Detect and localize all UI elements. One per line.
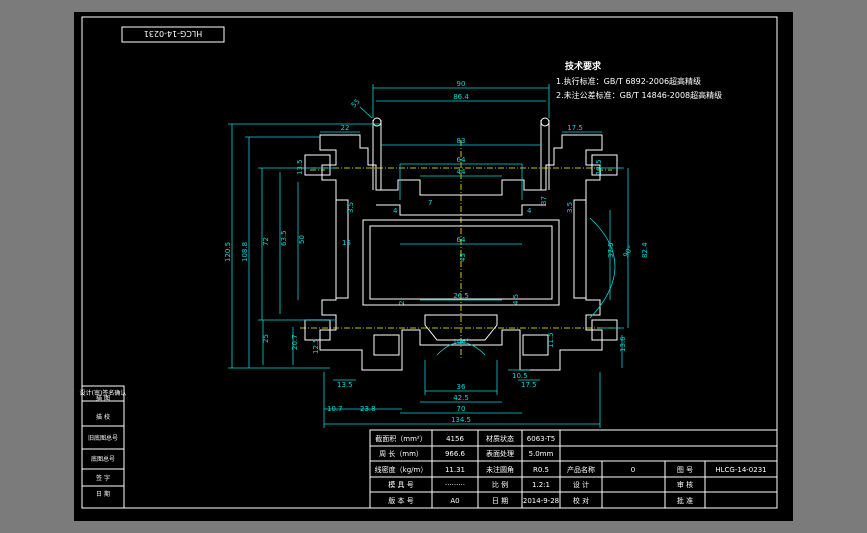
left-table-2: 描 校 bbox=[96, 413, 110, 421]
dim-10-7: 10.7 bbox=[327, 405, 343, 413]
dim-106-deg: 106° bbox=[453, 338, 470, 346]
left-table-3: 旧底图总号 bbox=[88, 434, 118, 442]
dim-4-left: 4 bbox=[393, 207, 398, 215]
tb-scale-value: 1.2:1 bbox=[532, 481, 550, 489]
dim-4-right: 4 bbox=[527, 207, 532, 215]
dim-13-5-bottom: 13.5 bbox=[337, 381, 353, 389]
tb-review-label: 审 核 bbox=[677, 480, 693, 489]
tb-date-value: 2014-9-28 bbox=[523, 497, 559, 505]
dim-90-deg: 90° bbox=[622, 244, 635, 259]
tb-product-value: 0 bbox=[631, 466, 635, 474]
tb-perimeter-value: 966.6 bbox=[445, 450, 466, 458]
tb-scale-label: 比 例 bbox=[492, 480, 508, 489]
dim-13-6: 13.6 bbox=[619, 336, 627, 352]
tb-temper-label: 材质状态 bbox=[486, 434, 514, 443]
left-table-1: 描 图 bbox=[96, 394, 110, 402]
drawing-code-box bbox=[121, 26, 225, 43]
drawing-code-flipped: HLCG-14-0231 bbox=[144, 29, 203, 38]
dim-36: 36 bbox=[457, 383, 466, 391]
dim-83: 83 bbox=[457, 137, 466, 145]
dim-17-5-top: 17.5 bbox=[567, 124, 583, 132]
tb-drawno-value: HLCG-14-0231 bbox=[715, 466, 766, 474]
dim-22: 22 bbox=[341, 124, 350, 132]
dim-13-5-right: 13.5 bbox=[595, 159, 603, 175]
drawing-sheet: HLCG-14-0231 技术要求 1.执行标准：GB/T 6892-2006超… bbox=[74, 12, 793, 521]
dim-50: 50 bbox=[298, 235, 306, 244]
tb-temper-value: 6063-T5 bbox=[527, 435, 555, 443]
centerlines bbox=[300, 140, 620, 360]
dim-72: 72 bbox=[262, 237, 270, 246]
left-sign-table: 设计(审)签名确认 描 图 描 校 旧底图总号 底图总号 签 字 日 期 bbox=[80, 385, 127, 509]
tb-check-label: 校 对 bbox=[573, 496, 589, 505]
tb-area-label: 截面积（mm²） bbox=[375, 434, 426, 443]
tb-density-value: 11.31 bbox=[445, 466, 465, 474]
dim-26-5: 26.5 bbox=[453, 292, 469, 300]
profile-outer bbox=[319, 134, 603, 371]
dim-23-8: 23.8 bbox=[360, 405, 376, 413]
tech-line-1: 1.执行标准：GB/T 6892-2006超高精级 bbox=[556, 76, 701, 86]
dim-64-top: 64 bbox=[457, 156, 466, 164]
dim-20-7: 20.7 bbox=[291, 334, 299, 350]
tb-density-label: 线密度（kg/m） bbox=[375, 465, 428, 474]
dim-7: 7 bbox=[428, 199, 432, 207]
tb-area-value: 4156 bbox=[446, 435, 464, 443]
dim-45: 45 bbox=[459, 253, 467, 262]
tb-approve-label: 批 准 bbox=[677, 496, 693, 505]
dim-90: 90 bbox=[457, 80, 466, 88]
tb-mold-label: 模 具 号 bbox=[388, 480, 413, 489]
dim-37: 37 bbox=[540, 196, 548, 205]
tb-version-value: A0 bbox=[450, 497, 459, 505]
dim-70: 70 bbox=[457, 405, 466, 413]
tb-fillet-value: R0.5 bbox=[533, 466, 549, 474]
left-table-5: 签 字 bbox=[96, 474, 110, 482]
dim-37-5: 37.5 bbox=[607, 242, 615, 258]
profile-chamber bbox=[362, 219, 560, 306]
dim-82-4: 82.4 bbox=[641, 242, 649, 258]
aluminum-profile bbox=[304, 117, 618, 371]
left-table-6: 日 期 bbox=[96, 490, 110, 498]
left-table-0: 设计(审)签名确认 bbox=[80, 389, 127, 397]
dim-11-5: 11.5 bbox=[547, 332, 555, 348]
tb-date-label: 日 期 bbox=[492, 497, 508, 505]
tb-surface-label: 表面处理 bbox=[486, 449, 514, 458]
dim-10-5: 10.5 bbox=[512, 372, 528, 380]
tech-title: 技术要求 bbox=[565, 60, 602, 72]
dim-13-5-left: 13.5 bbox=[296, 159, 304, 175]
dim-3-5-right: 3.5 bbox=[566, 202, 574, 213]
dimension-labels: 90 86.4 83 64 44 64 22 17.5 55 13.5 13.5… bbox=[224, 80, 649, 424]
tb-product-label: 产品名称 bbox=[567, 465, 595, 474]
tb-perimeter-label: 周 长（mm） bbox=[379, 449, 423, 458]
tb-drawno-label: 图 号 bbox=[677, 466, 693, 474]
dim-3-5-left: 3.5 bbox=[347, 202, 355, 213]
dim-15: 15 bbox=[342, 239, 351, 247]
dim-25: 25 bbox=[262, 334, 270, 343]
dimension-lines bbox=[228, 84, 629, 428]
tb-surface-value: 5.0mm bbox=[529, 450, 554, 458]
dim-12-5: 12.5 bbox=[312, 338, 320, 354]
left-table-4: 底图总号 bbox=[91, 455, 115, 463]
tb-design-label: 设 计 bbox=[573, 480, 589, 489]
cad-drawing: HLCG-14-0231 技术要求 1.执行标准：GB/T 6892-2006超… bbox=[80, 16, 778, 509]
dim-64-mid: 64 bbox=[457, 236, 466, 244]
dim-42-5: 42.5 bbox=[453, 394, 469, 402]
dim-86-4: 86.4 bbox=[453, 93, 469, 101]
dim-2: 2 bbox=[398, 301, 406, 305]
dim-120-5: 120.5 bbox=[224, 242, 232, 262]
tb-fillet-label: 未注圆角 bbox=[486, 465, 514, 474]
dim-63-5: 63.5 bbox=[280, 230, 288, 246]
dim-17-5-bottom: 17.5 bbox=[521, 381, 537, 389]
tb-version-label: 版 本 号 bbox=[388, 496, 413, 505]
dim-44: 44 bbox=[457, 168, 466, 176]
dim-134-5: 134.5 bbox=[451, 416, 471, 424]
title-block: 截面积（mm²） 4156 材质状态 6063-T5 周 长（mm） 966.6… bbox=[369, 429, 778, 509]
dim-55: 55 bbox=[350, 97, 362, 109]
tb-mold-value: ········· bbox=[445, 481, 465, 489]
dim-108-8: 108.8 bbox=[241, 242, 249, 262]
dim-4-5: 4.5 bbox=[512, 294, 520, 305]
tech-line-2: 2.未注公差标准：GB/T 14846-2008超高精级 bbox=[556, 90, 722, 100]
